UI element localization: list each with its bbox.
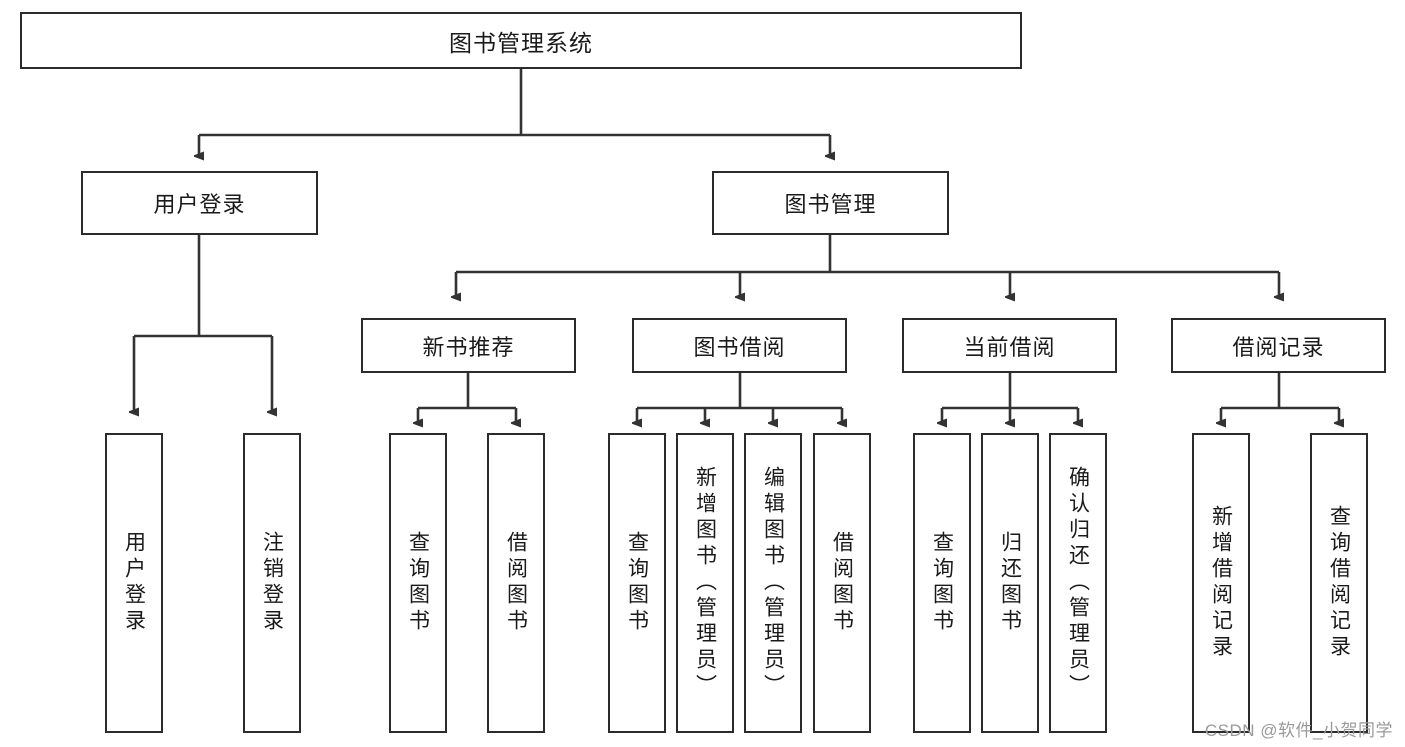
csdn-watermark: CSDN @软件_小贺同学 xyxy=(1204,721,1393,740)
node-leaf-query-borrow-record[interactable]: 查询借阅记录 xyxy=(1310,433,1368,733)
node-user-login[interactable]: 用户登录 xyxy=(81,171,318,235)
node-label: 借阅图书 xyxy=(830,531,854,635)
node-current-borrowing[interactable]: 当前借阅 xyxy=(902,318,1117,373)
node-leaf-add-borrow-record[interactable]: 新增借阅记录 xyxy=(1192,433,1250,733)
node-leaf-user-login[interactable]: 用户登录 xyxy=(105,433,163,733)
node-book-management[interactable]: 图书管理 xyxy=(712,171,949,235)
node-leaf-logout[interactable]: 注销登录 xyxy=(243,433,301,733)
node-new-book-recommendation[interactable]: 新书推荐 xyxy=(361,318,576,373)
node-label: 注销登录 xyxy=(260,531,284,635)
node-root-book-management-system[interactable]: 图书管理系统 xyxy=(20,12,1022,69)
node-label: 确认归还（管理员） xyxy=(1066,466,1090,700)
node-book-borrowing[interactable]: 图书借阅 xyxy=(632,318,847,373)
node-label: 查询借阅记录 xyxy=(1327,505,1351,661)
node-leaf-borrow-book-2[interactable]: 借阅图书 xyxy=(813,433,871,733)
node-label: 当前借阅 xyxy=(963,334,1056,360)
node-label: 借阅记录 xyxy=(1232,334,1325,360)
node-label: 新书推荐 xyxy=(422,334,515,360)
node-label: 用户登录 xyxy=(153,192,246,217)
node-label: 新增图书（管理员） xyxy=(693,466,717,700)
node-label: 图书管理 xyxy=(784,192,877,217)
node-label: 查询图书 xyxy=(625,531,649,635)
node-leaf-query-book-3[interactable]: 查询图书 xyxy=(913,433,971,733)
node-leaf-confirm-return-admin[interactable]: 确认归还（管理员） xyxy=(1049,433,1107,733)
node-label: 新增借阅记录 xyxy=(1209,505,1233,661)
node-label: 借阅图书 xyxy=(504,531,528,635)
node-label: 编辑图书（管理员） xyxy=(761,466,785,700)
node-label: 查询图书 xyxy=(930,531,954,635)
node-label: 查询图书 xyxy=(406,531,430,635)
node-label: 图书管理系统 xyxy=(449,29,593,56)
node-leaf-query-book-2[interactable]: 查询图书 xyxy=(608,433,666,733)
node-leaf-query-book-1[interactable]: 查询图书 xyxy=(389,433,447,733)
node-label: 归还图书 xyxy=(998,531,1022,635)
node-label: 用户登录 xyxy=(122,531,146,635)
node-leaf-add-book-admin[interactable]: 新增图书（管理员） xyxy=(676,433,734,733)
node-label: 图书借阅 xyxy=(693,334,786,360)
node-leaf-edit-book-admin[interactable]: 编辑图书（管理员） xyxy=(744,433,802,733)
node-borrowing-record[interactable]: 借阅记录 xyxy=(1171,318,1386,373)
node-leaf-return-book[interactable]: 归还图书 xyxy=(981,433,1039,733)
node-leaf-borrow-book-1[interactable]: 借阅图书 xyxy=(487,433,545,733)
